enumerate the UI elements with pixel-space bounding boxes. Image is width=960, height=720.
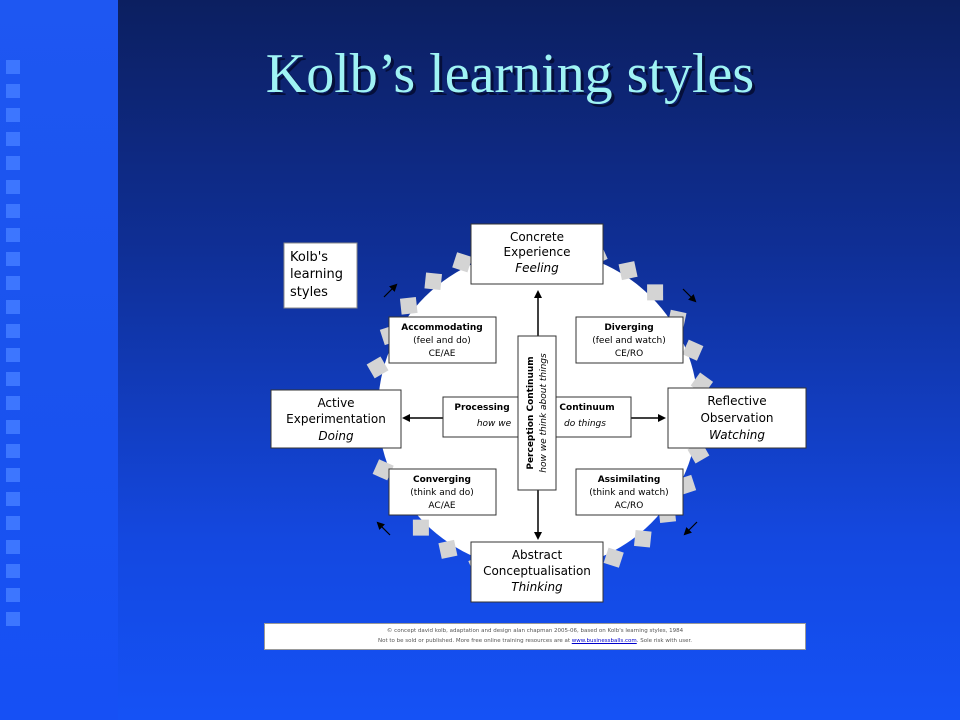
accommodating-code: CE/AE [429, 349, 456, 359]
pole-top-line2: Experience [504, 245, 571, 259]
perception-title: Perception Continuum [526, 356, 536, 469]
continuum-title: Continuum [559, 403, 614, 413]
decorative-square [6, 588, 20, 602]
pole-bottom-box: Abstract Conceptualisation Thinking [470, 541, 604, 603]
decorative-square [6, 420, 20, 434]
decorative-squares [6, 60, 26, 660]
style-accommodating-box: Accommodating (feel and do) CE/AE [388, 316, 497, 364]
pole-top-line1: Concrete [510, 230, 564, 244]
footer-line2-tail: . Sole risk with user. [636, 638, 693, 644]
pole-top-sub: Feeling [515, 261, 559, 275]
pole-bottom-line1: Abstract [512, 548, 563, 562]
decorative-square [6, 396, 20, 410]
decorative-square [6, 468, 20, 482]
accommodating-desc: (feel and do) [413, 336, 471, 346]
converging-desc: (think and do) [410, 488, 474, 498]
decorative-square [6, 60, 20, 74]
pole-right-line1: Reflective [707, 394, 766, 408]
ring-tile [372, 459, 394, 481]
perception-sub: how we think about things [539, 353, 549, 473]
processing-sub: how we [477, 419, 512, 429]
ring-tile [452, 252, 473, 273]
decorative-square [6, 252, 20, 266]
decorative-square [6, 108, 20, 122]
perception-box: Perception Continuum how we think about … [517, 335, 557, 491]
pole-right-line2: Observation [700, 411, 773, 425]
processing-right-box: Continuum do things [555, 396, 632, 438]
decorative-square [6, 324, 20, 338]
decorative-square [6, 348, 20, 362]
diverging-name: Diverging [604, 323, 653, 333]
decorative-square [6, 372, 20, 386]
footer-line2: Not to be sold or published. More free o… [265, 636, 805, 646]
ring-tile [366, 356, 389, 379]
ring-tile [603, 547, 624, 568]
kolb-label-line3: styles [290, 285, 328, 300]
cycle-arrow-bottomright [683, 521, 698, 536]
diverging-desc: (feel and watch) [592, 336, 665, 346]
kolb-label-line2: learning [290, 267, 343, 282]
style-assimilating-box: Assimilating (think and watch) AC/RO [575, 468, 684, 516]
businessballs-link[interactable]: www.businessballs.com [571, 638, 637, 644]
pole-left-line1: Active [317, 396, 354, 410]
cycle-arrow-topright [682, 288, 697, 303]
decorative-square [6, 516, 20, 530]
footer-line2-text: Not to be sold or published. More free o… [377, 638, 570, 644]
decorative-square [6, 180, 20, 194]
diverging-code: CE/RO [615, 349, 643, 359]
decorative-square [6, 612, 20, 626]
kolb-label-line1: Kolb's [290, 250, 328, 265]
style-diverging-box: Diverging (feel and watch) CE/RO [575, 316, 684, 364]
decorative-square [6, 228, 20, 242]
pole-left-line2: Experimentation [286, 412, 386, 426]
continuum-sub: do things [564, 419, 606, 429]
decorative-square [6, 276, 20, 290]
ring-tile [633, 529, 652, 548]
decorative-square [6, 132, 20, 146]
decorative-square [6, 204, 20, 218]
ring-tile [412, 519, 429, 536]
decorative-square [6, 444, 20, 458]
accommodating-name: Accommodating [401, 323, 483, 333]
pole-left-box: Active Experimentation Doing [270, 389, 402, 449]
assimilating-code: AC/RO [615, 501, 644, 511]
pole-right-box: Reflective Observation Watching [667, 387, 807, 449]
slide-title: Kolb’s learning styles [265, 43, 755, 105]
decorative-square [6, 84, 20, 98]
ring-tile [438, 539, 458, 559]
decorative-square [6, 540, 20, 554]
footer-line1: © concept david kolb, adaptation and des… [386, 628, 684, 634]
decorative-square [6, 156, 20, 170]
assimilating-name: Assimilating [598, 475, 661, 485]
style-converging-box: Converging (think and do) AC/AE [388, 468, 497, 516]
cycle-arrow-bottomleft [376, 521, 391, 536]
pole-left-sub: Doing [318, 429, 354, 443]
pole-bottom-line2: Conceptualisation [483, 564, 591, 578]
kolb-label-box: Kolb's learning styles [283, 242, 358, 309]
assimilating-desc: (think and watch) [589, 488, 668, 498]
ring-tile [682, 339, 704, 361]
processing-left-box: Processing how we [442, 396, 519, 438]
decorative-square [6, 492, 20, 506]
cycle-arrow-topleft [383, 283, 398, 298]
processing-title: Processing [454, 403, 509, 413]
ring-tile [647, 284, 664, 301]
converging-code: AC/AE [428, 501, 455, 511]
converging-name: Converging [413, 475, 471, 485]
ring-tile [424, 272, 443, 291]
ring-tile [399, 297, 418, 315]
decorative-square [6, 564, 20, 578]
pole-bottom-sub: Thinking [511, 580, 563, 594]
ring-tile [618, 261, 638, 281]
copyright-footer: © concept david kolb, adaptation and des… [264, 623, 806, 650]
decorative-square [6, 300, 20, 314]
pole-top-box: Concrete Experience Feeling [470, 223, 604, 285]
pole-right-sub: Watching [709, 428, 765, 442]
